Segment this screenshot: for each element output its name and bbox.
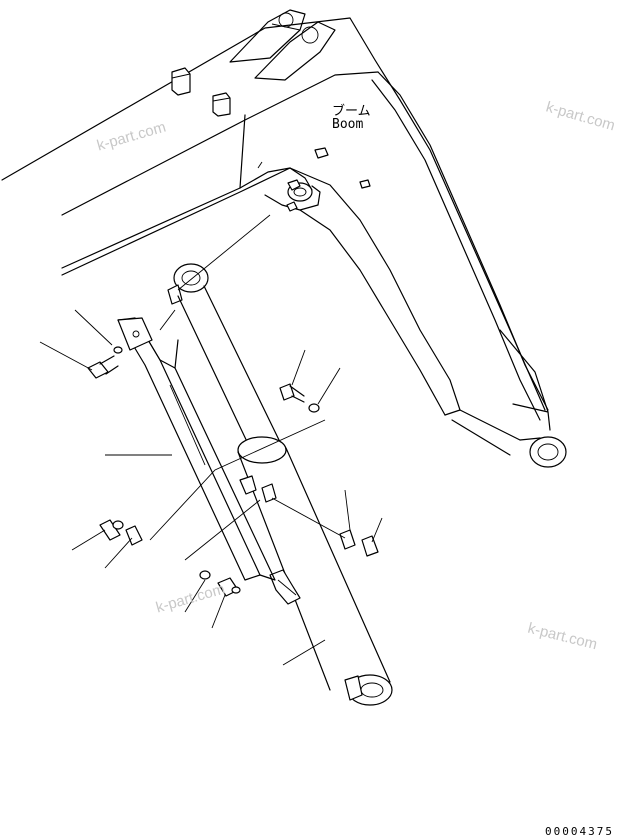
hardware bbox=[87, 346, 379, 597]
boom-cylinder bbox=[167, 263, 393, 706]
leader-lines bbox=[39, 214, 383, 666]
boom bbox=[1, 9, 567, 468]
cylinder-guard bbox=[117, 317, 276, 581]
drawing-code: 00004375 bbox=[545, 825, 614, 838]
boom-label-en: Boom bbox=[332, 117, 364, 132]
boom-label-jp: ブーム bbox=[332, 104, 371, 119]
